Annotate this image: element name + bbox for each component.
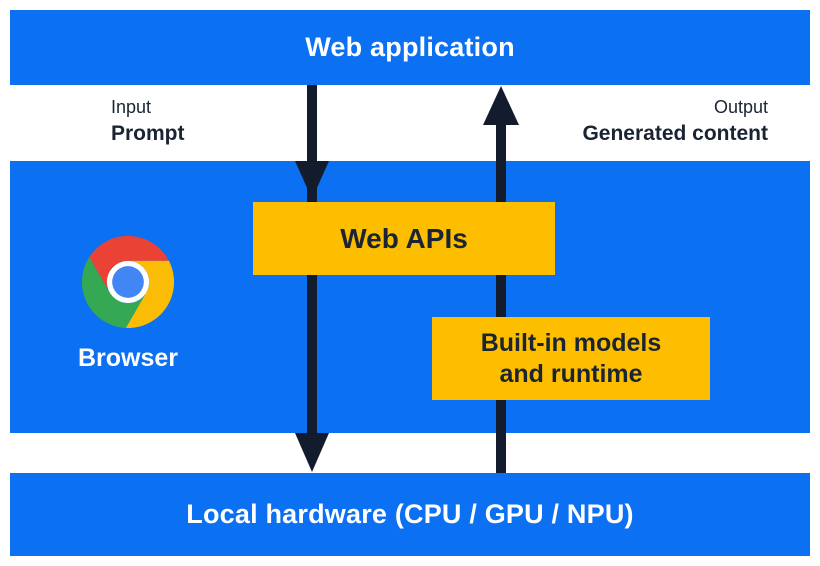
- output-value-generated-content: Generated content: [582, 122, 768, 145]
- chrome-browser-icon: [80, 234, 176, 330]
- input-value-prompt: Prompt: [111, 122, 185, 145]
- output-title: Output: [713, 97, 768, 117]
- local-hardware-label: Local hardware (CPU / GPU / NPU): [186, 499, 634, 529]
- output-label-block: Output Generated content: [582, 96, 768, 146]
- builtin-models-box: Built-in models and runtime: [432, 317, 710, 400]
- input-title: Input: [111, 97, 152, 117]
- local-hardware-bar: Local hardware (CPU / GPU / NPU): [10, 473, 810, 556]
- builtin-models-label-line2: and runtime: [499, 359, 643, 388]
- web-application-bar: Web application: [10, 10, 810, 85]
- browser-label: Browser: [77, 344, 179, 372]
- web-application-label: Web application: [305, 32, 515, 62]
- input-label-block: Input Prompt: [111, 96, 185, 146]
- web-apis-box: Web APIs: [253, 202, 555, 275]
- builtin-models-label-line1: Built-in models: [480, 328, 662, 357]
- web-apis-label: Web APIs: [340, 222, 468, 254]
